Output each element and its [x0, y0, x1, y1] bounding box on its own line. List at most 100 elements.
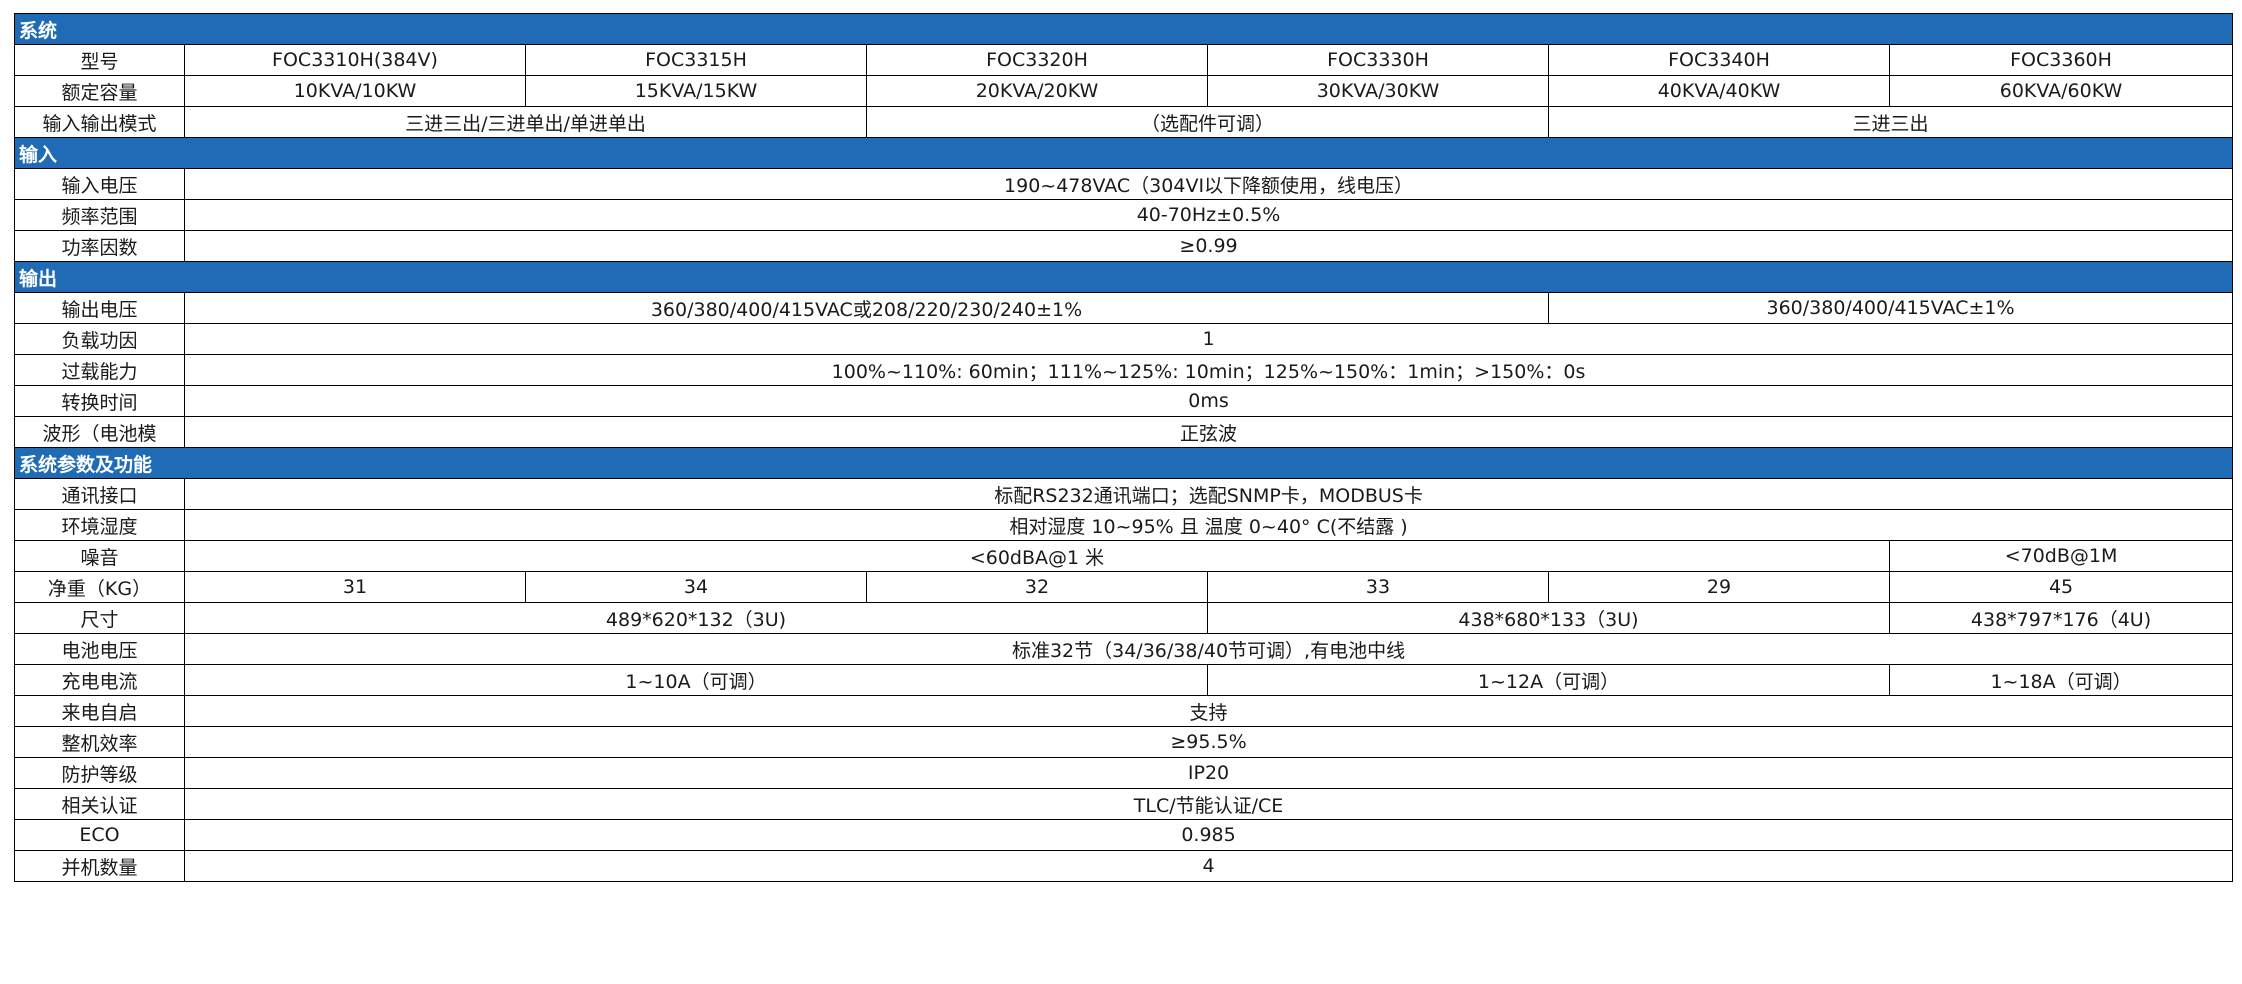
row-label: 转换时间	[14, 385, 185, 417]
table-row: 波形（电池模正弦波	[14, 416, 2234, 448]
value-cell: <60dBA@1 米	[184, 540, 1890, 572]
value-cell: 360/380/400/415VAC±1%	[1547, 292, 2234, 324]
value-cell: 1	[183, 323, 2234, 355]
value-cell: 4	[183, 850, 2234, 882]
value-cell: 三进三出	[1547, 106, 2234, 138]
value-cell: FOC3320H	[866, 44, 1208, 76]
value-cell: 1~10A（可调）	[184, 664, 1208, 696]
row-label: 过载能力	[14, 354, 185, 386]
value-cell: 100%~110%: 60min；111%~125%: 10min；125%~1…	[183, 354, 2234, 386]
value-cell: FOC3360H	[1888, 44, 2234, 76]
value-cell: 20KVA/20KW	[866, 75, 1208, 107]
row-label: 额定容量	[14, 75, 185, 107]
row-label: 噪音	[14, 540, 185, 572]
row-label: 环境湿度	[14, 509, 185, 541]
section-title: 输入	[13, 137, 2234, 169]
row-label: 尺寸	[14, 602, 185, 634]
row-label: 电池电压	[14, 633, 185, 665]
value-cell: 60KVA/60KW	[1888, 75, 2234, 107]
value-cell: 40-70Hz±0.5%	[183, 199, 2234, 231]
table-row: 噪音<60dBA@1 米<70dB@1M	[14, 540, 2234, 572]
table-row: 功率因数≥0.99	[14, 230, 2234, 262]
row-label: 输入电压	[14, 168, 185, 200]
row-label: 型号	[14, 44, 185, 76]
value-cell: 29	[1548, 571, 1890, 603]
section-title: 输出	[13, 261, 2234, 293]
row-label: 充电电流	[14, 664, 185, 696]
row-label: 并机数量	[14, 850, 185, 882]
value-cell: <70dB@1M	[1888, 540, 2234, 572]
row-label: 功率因数	[14, 230, 185, 262]
value-cell: 45	[1888, 571, 2234, 603]
value-cell: 0ms	[183, 385, 2234, 417]
row-label: 负载功因	[14, 323, 185, 355]
value-cell: 15KVA/15KW	[525, 75, 867, 107]
value-cell: 三进三出/三进单出/单进单出	[184, 106, 867, 138]
table-row: 输入输出模式三进三出/三进单出/单进单出（选配件可调）三进三出	[14, 106, 2234, 138]
section-header-row: 输入	[13, 137, 2234, 169]
value-cell: 1~18A（可调）	[1888, 664, 2234, 696]
section-header-row: 系统参数及功能	[13, 447, 2234, 479]
value-cell: 标配RS232通讯端口；选配SNMP卡，MODBUS卡	[183, 478, 2234, 510]
table-row: 环境湿度相对湿度 10~95% 且 温度 0~40° C(不结露 )	[14, 509, 2234, 541]
row-label: ECO	[14, 819, 185, 851]
value-cell: 1~12A（可调）	[1207, 664, 1890, 696]
value-cell: 相对湿度 10~95% 且 温度 0~40° C(不结露 )	[183, 509, 2234, 541]
value-cell: 0.985	[183, 819, 2234, 851]
value-cell: ≥95.5%	[183, 726, 2234, 758]
value-cell: FOC3315H	[525, 44, 867, 76]
value-cell: FOC3340H	[1548, 44, 1890, 76]
value-cell: （选配件可调）	[866, 106, 1549, 138]
value-cell: 支持	[183, 695, 2234, 727]
row-label: 输入输出模式	[14, 106, 185, 138]
value-cell: FOC3310H(384V)	[184, 44, 526, 76]
value-cell: 438*680*133（3U)	[1207, 602, 1890, 634]
value-cell: 33	[1207, 571, 1549, 603]
value-cell: 10KVA/10KW	[184, 75, 526, 107]
value-cell: 标准32节（34/36/38/40节可调）,有电池中线	[183, 633, 2234, 665]
value-cell: 438*797*176（4U)	[1888, 602, 2234, 634]
table-row: 电池电压标准32节（34/36/38/40节可调）,有电池中线	[14, 633, 2234, 665]
row-label: 整机效率	[14, 726, 185, 758]
section-header-row: 输出	[13, 261, 2234, 293]
table-row: 通讯接口标配RS232通讯端口；选配SNMP卡，MODBUS卡	[14, 478, 2234, 510]
value-cell: 32	[866, 571, 1208, 603]
value-cell: 40KVA/40KW	[1548, 75, 1890, 107]
row-label: 相关认证	[14, 788, 185, 820]
row-label: 频率范围	[14, 199, 185, 231]
value-cell: 30KVA/30KW	[1207, 75, 1549, 107]
table-row: 整机效率≥95.5%	[14, 726, 2234, 758]
row-label: 波形（电池模	[14, 416, 185, 448]
section-title: 系统参数及功能	[13, 447, 2234, 479]
value-cell: ≥0.99	[183, 230, 2234, 262]
value-cell: 31	[184, 571, 526, 603]
row-label: 防护等级	[14, 757, 185, 789]
value-cell: 34	[525, 571, 867, 603]
value-cell: 360/380/400/415VAC或208/220/230/240±1%	[184, 292, 1549, 324]
row-label: 输出电压	[14, 292, 185, 324]
row-label: 通讯接口	[14, 478, 185, 510]
table-row: 来电自启支持	[14, 695, 2234, 727]
value-cell: FOC3330H	[1207, 44, 1549, 76]
value-cell: 190~478VAC（304VI以下降额使用，线电压）	[183, 168, 2234, 200]
value-cell: 489*620*132（3U)	[184, 602, 1208, 634]
section-title: 系统	[13, 13, 2234, 45]
value-cell: 正弦波	[183, 416, 2234, 448]
value-cell: TLC/节能认证/CE	[183, 788, 2234, 820]
